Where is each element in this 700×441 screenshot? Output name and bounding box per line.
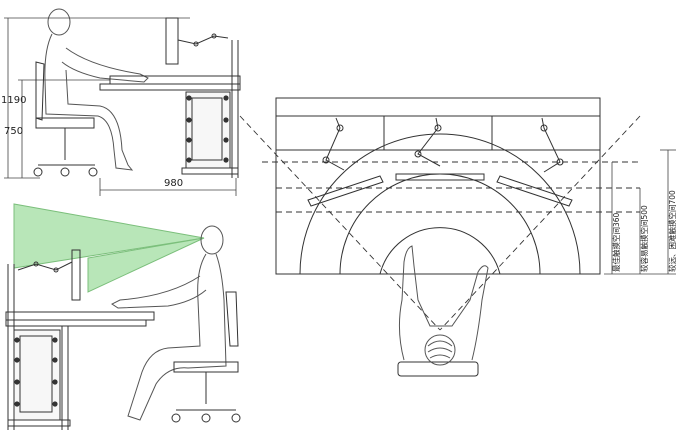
chair-top (33, 61, 98, 177)
view-cone-near (87, 237, 205, 293)
seated-figure-top (44, 8, 149, 171)
dim-height-total: 1190 (1, 95, 26, 106)
chair-bottom (171, 291, 241, 423)
desk-top (99, 40, 241, 178)
person-top-view (397, 245, 489, 377)
zone-label-easier: 较容易触摸空间500 (639, 205, 649, 272)
desk-bottom (5, 311, 155, 430)
monitor-left (307, 117, 384, 207)
monitor-center (395, 117, 485, 181)
view-cone-far (13, 203, 205, 269)
dim-height-desk: 750 (4, 126, 23, 137)
zone-label-best: 最佳触摸空间360 (611, 212, 621, 272)
top-view: 最佳触摸空间360 较容易触摸空间500 较远、困难触摸空间700 (239, 97, 677, 377)
zone-label-far: 较远、困难触摸空间700 (667, 190, 677, 272)
side-view-bottom (5, 203, 241, 430)
side-view-top: 1190 750 (1, 8, 241, 196)
dim-width-desk: 980 (164, 178, 183, 189)
monitor-right (496, 117, 573, 207)
monitor-top (165, 17, 229, 65)
seated-figure-bottom (111, 225, 227, 421)
